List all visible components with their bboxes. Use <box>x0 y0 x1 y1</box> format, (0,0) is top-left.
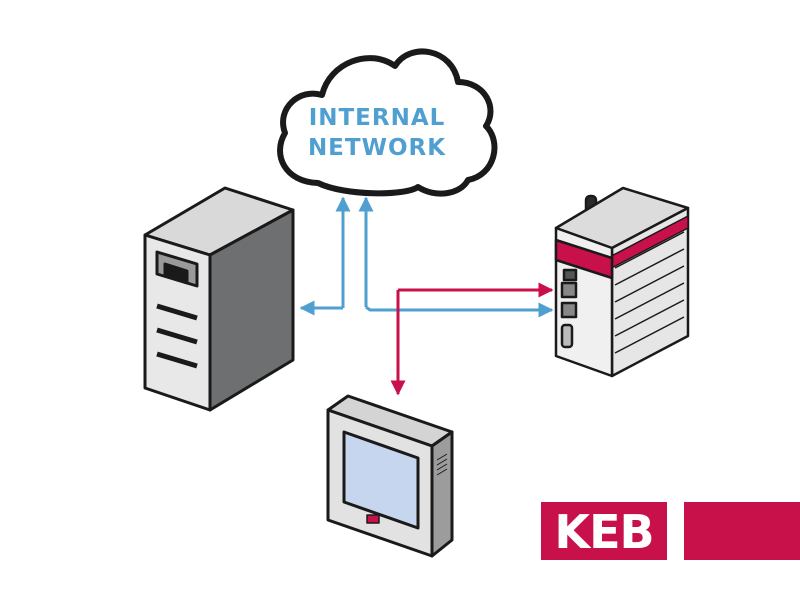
hmi-touch-panel-icon <box>326 394 454 558</box>
cloud-label-line2: NETWORK <box>308 135 446 161</box>
keb-logo-text: KEB <box>554 505 653 559</box>
connection-panel-gateway <box>390 282 554 396</box>
industrial-gateway-icon <box>554 186 690 378</box>
connection-gateway-cloud <box>358 196 554 318</box>
keb-logo: KEB <box>541 502 800 560</box>
cloud-icon: INTERNAL NETWORK <box>277 48 498 197</box>
connection-server-cloud <box>299 196 351 316</box>
server-tower-icon <box>143 186 295 412</box>
cloud-label-line1: INTERNAL <box>309 105 446 131</box>
